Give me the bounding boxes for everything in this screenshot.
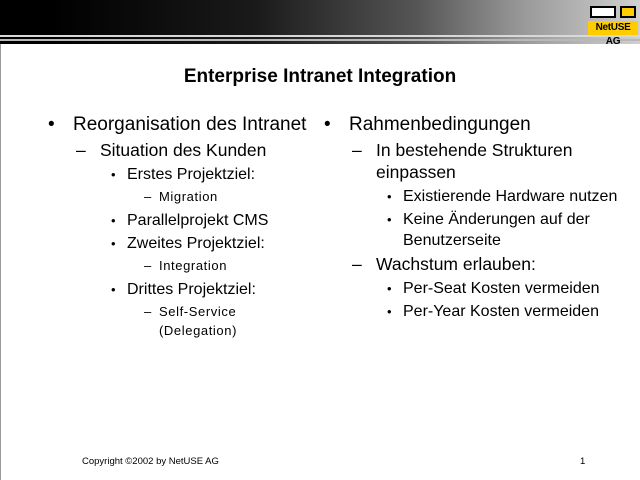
bullet-text: Parallelprojekt CMS (127, 212, 269, 229)
bullet-text: Keine Änderungen auf der Benutzerseite (403, 211, 590, 249)
bullet-text: Reorganisation des Intranet (73, 114, 307, 135)
header-bar: NetUSE AG (0, 0, 640, 47)
bullet-situation: – Situation des Kunden (46, 139, 316, 161)
bullet-text: Per-Year Kosten vermeiden (403, 303, 599, 320)
slide-title: Enterprise Intranet Integration (183, 66, 457, 87)
bullet-hardware: • Existierende Hardware nutzen (322, 186, 622, 207)
logo-box-icon (620, 6, 636, 18)
bullet-goal3-detail: – Self-Service (Delegation) (46, 302, 316, 340)
bullet-goal3: • Drittes Projektziel: (46, 279, 316, 300)
bullet-icon: • (111, 236, 116, 251)
bullet-icon: • (387, 212, 392, 227)
bullet-per-year: • Per-Year Kosten vermeiden (322, 301, 622, 322)
bullet-text: Zweites Projektziel: (127, 235, 265, 252)
netuse-logo: NetUSE AG (588, 4, 638, 47)
bullet-goal2: • Zweites Projektziel: (46, 233, 316, 254)
left-column: • Reorganisation des Intranet – Situatio… (46, 112, 316, 344)
bullet-reorganisation: • Reorganisation des Intranet (46, 112, 316, 137)
logo-box-icon (590, 6, 616, 18)
bullet-icon: • (48, 114, 55, 135)
header-rule (0, 35, 640, 37)
bullet-text: Self-Service (Delegation) (159, 304, 238, 338)
bullet-goal1: • Erstes Projektziel: (46, 164, 316, 185)
dash-icon: – (352, 254, 362, 274)
bullet-text: In bestehende Strukturen einpassen (376, 140, 573, 182)
logo-text: NetUSE AG (588, 21, 638, 47)
bullet-rahmenbedingungen: • Rahmenbedingungen (322, 112, 622, 137)
bullet-wachstum: – Wachstum erlauben: (322, 253, 622, 275)
bullet-icon: • (387, 281, 392, 296)
dash-icon: – (144, 189, 152, 204)
footer-copyright: Copyright ©2002 by NetUSE AG (82, 456, 219, 467)
bullet-text: Existierende Hardware nutzen (403, 188, 618, 205)
bullet-benutzerseite: • Keine Änderungen auf der Benutzerseite (322, 209, 622, 251)
dash-icon: – (76, 140, 86, 160)
bullet-text: Drittes Projektziel: (127, 281, 256, 298)
bullet-icon: • (324, 114, 331, 135)
dash-icon: – (144, 304, 152, 319)
left-border (0, 44, 1, 480)
bullet-text: Wachstum erlauben: (376, 254, 536, 274)
bullet-text: Rahmenbedingungen (349, 114, 531, 135)
bullet-text: Erstes Projektziel: (127, 166, 256, 183)
bullet-text: Situation des Kunden (100, 140, 267, 160)
bullet-text: Integration (159, 258, 228, 273)
bullet-goal2-detail: – Integration (46, 256, 316, 275)
bullet-strukturen: – In bestehende Strukturen einpassen (322, 139, 622, 183)
bullet-icon: • (387, 189, 392, 204)
right-column: • Rahmenbedingungen – In bestehende Stru… (322, 112, 622, 324)
bullet-icon: • (111, 282, 116, 297)
dash-icon: – (144, 258, 152, 273)
page-number: 1 (580, 456, 586, 467)
bullet-parallel: • Parallelprojekt CMS (46, 210, 316, 231)
bullet-per-seat: • Per-Seat Kosten vermeiden (322, 278, 622, 299)
bullet-icon: • (387, 304, 392, 319)
bullet-goal1-detail: – Migration (46, 187, 316, 206)
bullet-text: Migration (159, 189, 218, 204)
bullet-text: Per-Seat Kosten vermeiden (403, 280, 600, 297)
bullet-icon: • (111, 213, 116, 228)
header-rule (0, 39, 640, 41)
bullet-icon: • (111, 167, 116, 182)
dash-icon: – (352, 140, 362, 160)
